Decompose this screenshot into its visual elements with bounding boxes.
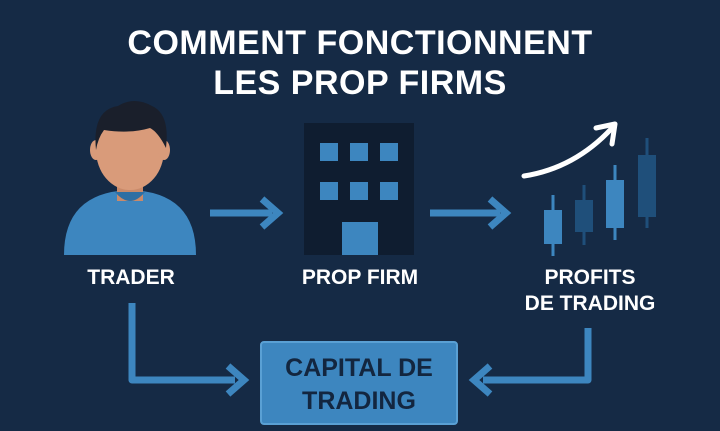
- trader-hair: [95, 101, 167, 150]
- title-line-2: LES PROP FIRMS: [213, 64, 507, 102]
- building-window: [380, 182, 398, 200]
- candle-body: [638, 155, 656, 217]
- arrow-head: [259, 196, 284, 230]
- arrow-trader-to-capital: [128, 303, 250, 397]
- profits-label-line-1: PROFITS: [544, 266, 636, 289]
- trend-arrowhead: [593, 121, 618, 147]
- arrow-trader-to-propfirm: [210, 196, 284, 230]
- candle-body: [575, 200, 593, 232]
- capital-label: CAPITAL DE TRADING: [262, 352, 456, 418]
- capital-box: CAPITAL DE TRADING: [260, 341, 458, 425]
- arrow-propfirm-to-profits: [430, 196, 512, 230]
- arrow-head: [468, 363, 493, 397]
- arrow-head: [225, 363, 250, 397]
- arrow-profits-to-capital: [468, 328, 592, 397]
- candlestick-chart-icon: [521, 121, 656, 256]
- building-window: [350, 143, 368, 161]
- building-door: [342, 222, 378, 255]
- candle-body: [606, 180, 624, 228]
- prop-firm-label: PROP FIRM: [301, 266, 419, 289]
- building-window: [320, 143, 338, 161]
- trader-person-icon: [64, 101, 196, 255]
- connector-line: [128, 303, 235, 384]
- capital-label-line-1: CAPITAL DE: [285, 354, 433, 382]
- trader-shoulders: [64, 190, 196, 255]
- trader-right-ear: [158, 140, 170, 160]
- building-window: [350, 182, 368, 200]
- trader-collar: [115, 192, 145, 201]
- trend-line: [521, 125, 615, 179]
- title-line-1: COMMENT FONCTIONNENT: [127, 24, 593, 62]
- building-window: [320, 182, 338, 200]
- trader-label: TRADER: [87, 266, 175, 289]
- connector-line: [483, 328, 592, 384]
- arrow-head: [487, 196, 512, 230]
- candle-body: [544, 210, 562, 244]
- office-building-icon: [304, 123, 414, 255]
- profits-label-line-2: DE TRADING: [524, 292, 656, 315]
- capital-label-line-2: TRADING: [302, 387, 416, 415]
- building-window: [380, 143, 398, 161]
